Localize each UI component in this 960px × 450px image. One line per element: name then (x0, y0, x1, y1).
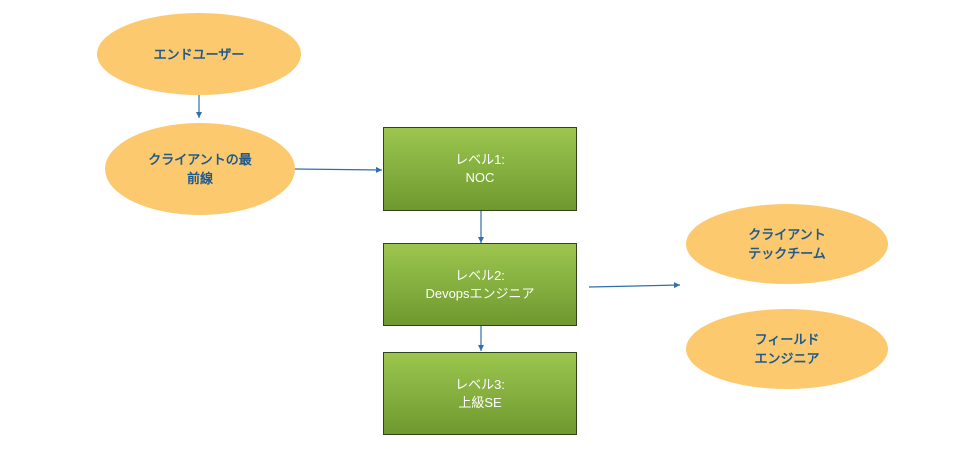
arrow-level2-to-client-tech (588, 282, 681, 289)
level3-node: レベル3: 上級SE (383, 352, 577, 435)
level3-label: レベル3: 上級SE (455, 376, 505, 410)
level1-node: レベル1: NOC (383, 127, 577, 211)
client-frontline-label: クライアントの最 前線 (148, 152, 252, 186)
end-user-label: エンドユーザー (153, 46, 245, 62)
level2-node: レベル2: Devopsエンジニア (383, 243, 577, 326)
client-tech-team-label: クライアント テックチーム (748, 227, 826, 261)
client-frontline-node: クライアントの最 前線 (105, 123, 295, 215)
end-user-node: エンドユーザー (97, 13, 301, 95)
client-tech-team-node: クライアント テックチーム (686, 204, 888, 284)
field-engineer-label: フィールド エンジニア (754, 332, 820, 366)
field-engineer-node: フィールド エンジニア (686, 309, 888, 389)
level1-label: レベル1: NOC (455, 152, 505, 185)
arrow-frontline-to-level1 (293, 166, 383, 173)
level2-label: レベル2: Devopsエンジニア (425, 267, 535, 301)
